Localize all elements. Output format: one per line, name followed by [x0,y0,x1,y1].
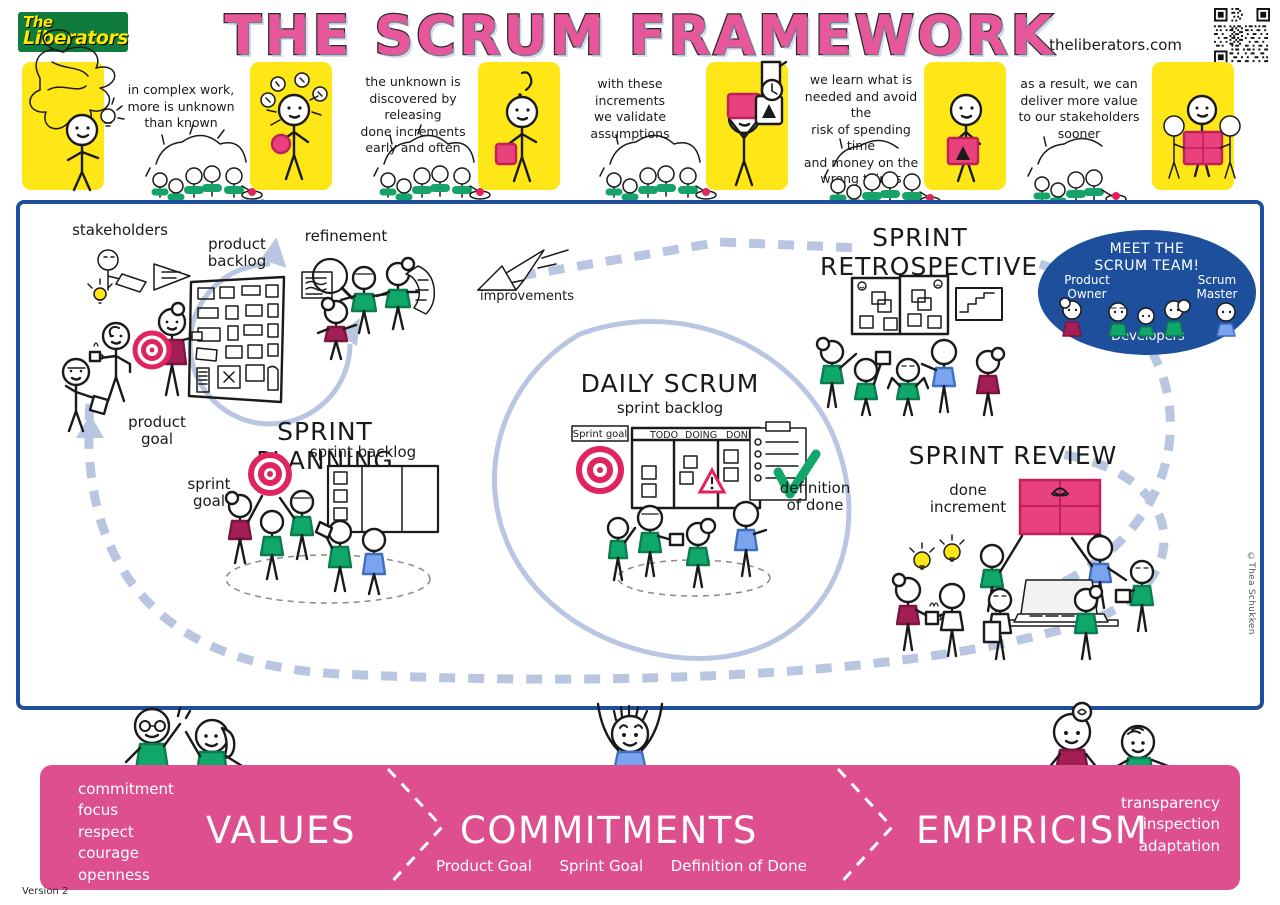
intro-caption-4: we learn what is needed and avoid the ri… [803,72,919,186]
commitment-item: Product Goal [436,857,532,875]
intro-illustration-value [946,93,983,183]
product-owner-with-target [132,301,203,397]
value-item: respect [78,822,134,841]
refinement-label: refinement [304,227,388,245]
intro-illustration-validate [494,71,539,183]
sprint-review-illustration [891,478,1155,661]
commitments-title: COMMITMENTS [460,809,758,852]
chevron-divider-left-icon [386,767,445,888]
website-url: theliberators.com [1049,36,1182,54]
crowd-illustration-2 [373,124,491,203]
qr-code-icon [1214,8,1270,64]
intro-illustration-learn [726,60,788,187]
daily-scrum-title: DAILY SCRUM [580,369,760,398]
value-item: courage [78,844,140,863]
page-header: The Liberators THE SCRUM FRAMEWORK theli… [0,0,1280,75]
intro-caption-5: as a result, we can deliver more value t… [1018,76,1140,141]
intro-strip: in complex work, more is unknown than kn… [0,29,1280,209]
empiricism-title: EMPIRICISM [916,809,1149,852]
intro-card-2 [250,62,332,190]
stakeholders-label: stakeholders [72,221,168,239]
crowd-illustration-5 [1027,136,1127,206]
scrum-master-label: Scrum Master [1196,273,1238,301]
page-title: THE SCRUM FRAMEWORK [223,3,1056,69]
crowd-illustration-1: GO LIVE [145,124,264,206]
crowd-illustration-3 [599,134,717,203]
sprint-review-title: SPRINT REVIEW [908,441,1118,470]
stakeholder-illustration [87,249,191,304]
sprint-goal-label-planning: sprint goal [187,475,231,511]
logo-line-2: Liberators [23,27,129,50]
board-col-todo: TODO [649,430,678,441]
intro-caption-1: in complex work, more is unknown than kn… [127,82,235,130]
empiricism-item: inspection [1142,815,1220,834]
scrum-team-figures [1059,297,1236,337]
commitments-items: Product Goal Sprint Goal Definition of D… [436,857,856,875]
intro-caption-2: the unknown is discovered by releasing d… [360,74,466,155]
empiricism-item: adaptation [1138,836,1220,855]
intro-caption-3: with these increments we validate assump… [590,76,670,141]
intro-illustration-discovery [260,72,328,181]
product-owner-label: Product Owner [1064,273,1110,301]
sprint-goal-tag: Sprint goal [573,429,627,440]
improvements-label: improvements [479,289,574,304]
value-item: focus [78,801,119,820]
empiricism-list: transparency inspection adaptation [1090,793,1220,857]
sprint-planning-illustration [224,452,440,604]
refinement-illustration [301,256,436,361]
empiricism-item: transparency [1121,794,1220,812]
chevron-divider-right-icon [836,767,895,888]
value-item: commitment [78,780,174,798]
sprint-retrospective-illustration [815,274,1006,417]
intro-illustration-gift [1163,94,1241,179]
scrum-team-bubble: MEET THE SCRUM TEAM! Product Owner Scrum… [1038,230,1256,355]
product-backlog-board [187,275,286,404]
values-list: commitment focus respect courage opennes… [78,779,174,886]
board-col-done: DONE [726,430,754,441]
values-commitments-empiricism-banner: commitment focus respect courage opennes… [40,765,1240,890]
artist-credit: ©Thea Schukken [1246,552,1256,635]
values-title: VALUES [206,809,356,852]
scrum-team-title: MEET THE SCRUM TEAM! [1094,241,1200,274]
logo-line-1: The [23,13,53,31]
liberators-logo: The Liberators [18,12,129,52]
intro-illustration-complexity [29,29,125,192]
scrum-framework-diagram: stakeholders product backlog [16,200,1264,710]
daily-scrum-backlog-label: sprint backlog [616,399,724,417]
definition-of-done-label: definition of done [779,479,851,515]
done-increment-label: done increment [929,481,1007,517]
sprint-planning-backlog-label: sprint backlog [309,443,417,461]
sprint-retrospective-title: SPRINT RETROSPECTIVE [820,223,1039,281]
improvements-paper-plane-icon [477,249,569,291]
product-goal-label: product goal [128,413,186,449]
commitment-item: Sprint Goal [559,857,644,875]
product-goal-people [61,321,132,433]
daily-scrum-illustration: Sprint goal TODO DOING DONE [571,421,821,597]
product-backlog-label: product backlog [207,235,267,271]
crowd-illustration-4 [823,138,941,209]
board-col-doing: DOING [685,430,717,441]
version-label: Version 2 [22,886,69,897]
commitment-item: Definition of Done [670,857,807,875]
value-item: openness [78,865,150,884]
